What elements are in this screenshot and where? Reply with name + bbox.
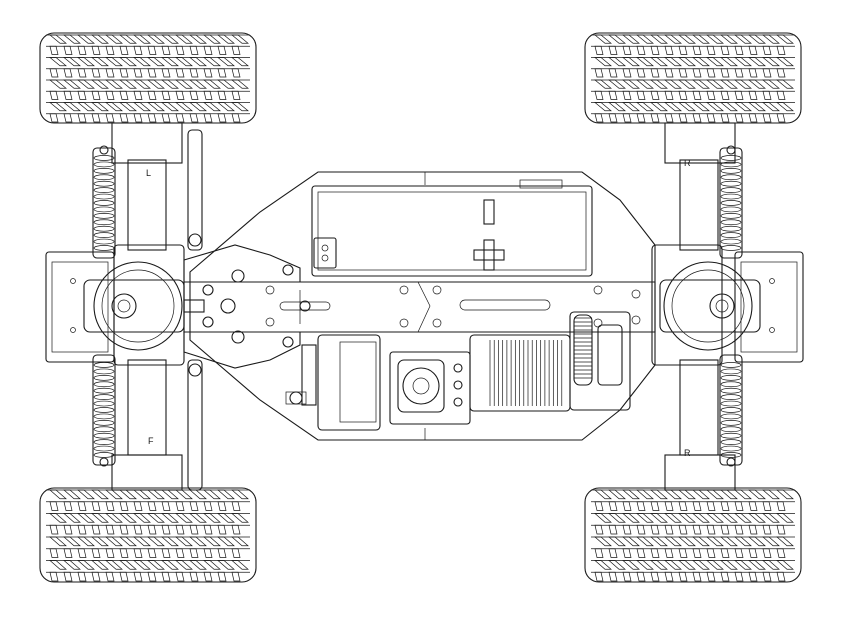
shock-rear-left [92, 354, 116, 467]
label-rear-left: F [148, 436, 154, 446]
steering-links [187, 129, 203, 491]
motor [469, 334, 571, 412]
shock-rear-right [719, 354, 743, 467]
label-rear-right: R [684, 448, 691, 458]
tire-rear-right [584, 487, 802, 583]
servo [285, 334, 381, 431]
battery-minus-label: − [486, 215, 487, 217]
shock-front-right [719, 145, 743, 259]
front-bumper-plate [183, 244, 301, 369]
battery-plus-label: + [486, 257, 487, 259]
tire-front-left [39, 32, 257, 124]
tire-front-right [584, 32, 802, 124]
left-axle-assembly: L F [45, 122, 205, 491]
esc-with-fan [389, 351, 471, 425]
gearbox [569, 311, 631, 411]
tire-rear-left [39, 487, 257, 583]
right-axle-assembly: R R [651, 122, 804, 491]
label-front-right: R [684, 158, 691, 168]
shock-front-left [92, 145, 116, 259]
chassis-plate [183, 171, 656, 441]
battery-box: − + [311, 179, 593, 277]
label-front-left: L [146, 168, 151, 178]
